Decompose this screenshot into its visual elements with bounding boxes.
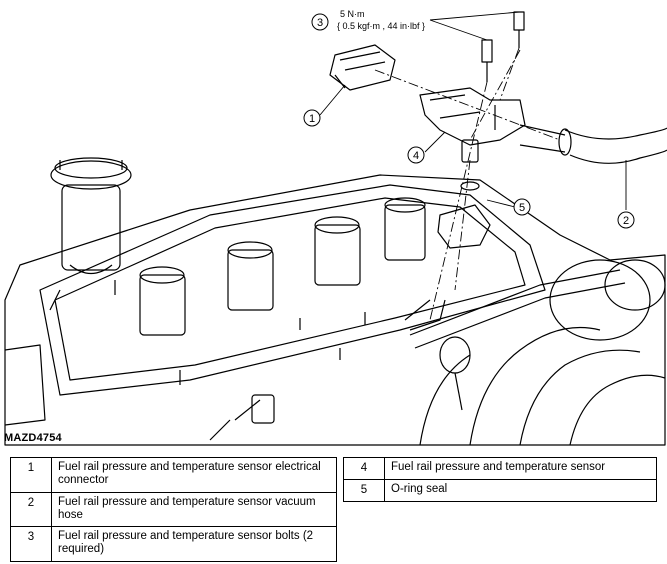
legend-number: 3	[10, 526, 52, 562]
callout-1: 1	[309, 113, 315, 125]
legend-row: 2 Fuel rail pressure and temperature sen…	[10, 492, 337, 527]
torque-value-nm: 5 N·m	[340, 9, 365, 19]
legend-table-right: 4 Fuel rail pressure and temperature sen…	[343, 457, 657, 502]
legend-description: Fuel rail pressure and temperature senso…	[51, 526, 337, 562]
legend-row: 1 Fuel rail pressure and temperature sen…	[10, 457, 337, 493]
legend-row: 3 Fuel rail pressure and temperature sen…	[10, 526, 337, 562]
legend-description: O-ring seal	[384, 479, 657, 502]
legend-description: Fuel rail pressure and temperature senso…	[384, 457, 657, 480]
vacuum-hose	[519, 124, 667, 164]
pressure-temperature-sensor	[419, 87, 526, 163]
legend-row: 4 Fuel rail pressure and temperature sen…	[343, 457, 657, 480]
intake-manifold	[419, 259, 666, 446]
oil-filler-cap	[50, 157, 132, 275]
legend-description: Fuel rail pressure and temperature senso…	[51, 457, 337, 493]
legend-number: 5	[343, 479, 385, 502]
legend-description: Fuel rail pressure and temperature senso…	[51, 492, 337, 527]
o-ring	[460, 181, 480, 191]
legend-number: 1	[10, 457, 52, 493]
torque-value-alt: { 0.5 kgf·m , 44 in·lbf }	[337, 21, 425, 31]
valve-cover	[39, 184, 546, 396]
dipstick-handle	[439, 336, 471, 411]
ignition-coils	[139, 197, 426, 336]
engine-exploded-diagram: 1 2 3 4 5 5 N·m { 0.5 kgf·m , 44 in·lbf …	[4, 9, 667, 446]
sensor-mount	[437, 204, 491, 249]
legend-number: 4	[343, 457, 385, 480]
fuel-rail	[409, 269, 626, 349]
callout-2: 2	[623, 215, 629, 227]
figure-code: MAZD4754	[4, 432, 62, 444]
callout-3: 3	[317, 17, 323, 29]
cover-bolts	[114, 280, 366, 424]
legend-row: 5 O-ring seal	[343, 479, 657, 502]
sensor-bolts	[481, 11, 525, 82]
callout-5: 5	[519, 202, 525, 214]
legend-number: 2	[10, 492, 52, 527]
electrical-connector	[329, 44, 396, 91]
legend-table-left: 1 Fuel rail pressure and temperature sen…	[10, 457, 337, 562]
callout-4: 4	[413, 150, 419, 162]
engine-block-outline	[4, 174, 666, 446]
